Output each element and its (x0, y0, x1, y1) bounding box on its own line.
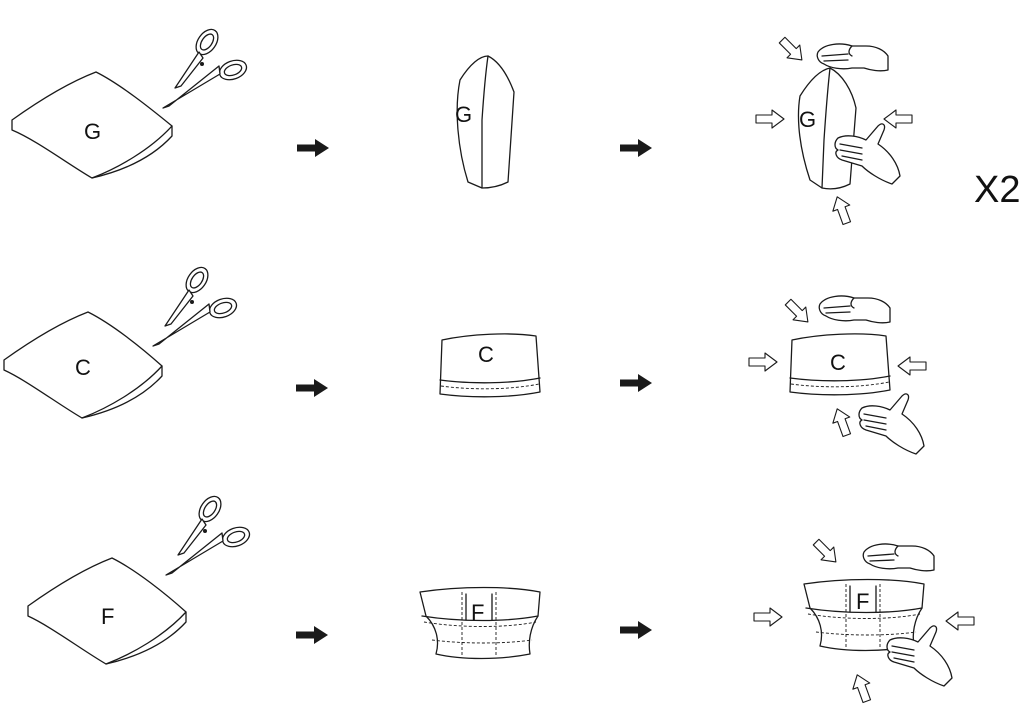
raw-label-g: G (84, 119, 101, 144)
raw-label-c: C (75, 355, 91, 380)
arrow-right-icon (620, 621, 652, 639)
hollow-arrow-icon (946, 612, 974, 630)
scissors-icon (163, 25, 249, 108)
hollow-arrow-icon (782, 296, 815, 329)
row-f: F F F (28, 492, 974, 704)
hollow-arrow-icon (829, 406, 855, 438)
hollow-arrow-icon (756, 110, 784, 128)
hollow-arrow-icon (898, 357, 926, 375)
hollow-arrow-icon (884, 110, 912, 128)
raw-pad-c: C (4, 312, 162, 418)
pressed-label-g: G (799, 107, 816, 132)
scissors-icon (166, 492, 252, 575)
shaped-pad-c: C (440, 334, 540, 397)
hand-icon (863, 544, 934, 571)
arrow-right-icon (620, 374, 652, 392)
pressed-label-f: F (856, 589, 869, 614)
hollow-arrow-icon (829, 194, 855, 226)
raw-pad-f: F (28, 558, 186, 664)
hollow-arrow-icon (776, 34, 809, 67)
raw-pad-g: G (12, 72, 172, 178)
raw-label-f: F (101, 604, 114, 629)
arrow-right-icon (296, 379, 328, 397)
row-g: G G G (12, 25, 912, 226)
arrow-right-icon (297, 139, 329, 157)
row-c: C C C (4, 263, 926, 454)
multiplier-label: X2 (974, 169, 1020, 211)
hand-icon (859, 394, 924, 454)
shaped-label-g: G (455, 102, 472, 127)
arrow-right-icon (296, 626, 328, 644)
hollow-arrow-icon (810, 536, 843, 569)
pressed-label-c: C (830, 350, 846, 375)
shaped-label-c: C (478, 342, 494, 367)
arrow-right-icon (620, 139, 652, 157)
hand-icon (817, 44, 888, 71)
hand-icon (819, 296, 890, 323)
scissors-icon (153, 263, 239, 346)
hollow-arrow-icon (754, 608, 782, 626)
hollow-arrow-icon (749, 353, 777, 371)
pressed-pad-g: G (798, 68, 856, 189)
pressed-pad-c: C (790, 334, 890, 395)
shaped-label-f: F (471, 600, 484, 625)
shaped-pad-g: G (455, 56, 514, 188)
hollow-arrow-icon (849, 672, 875, 704)
shaped-pad-f: F (420, 588, 540, 659)
